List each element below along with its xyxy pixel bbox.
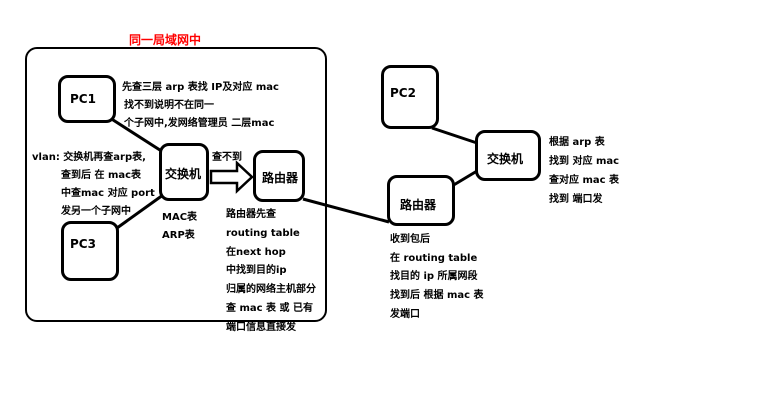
router-left-note-line-5: 归属的网络主机部分 — [226, 284, 316, 295]
pc1-note-line-1: 先查三层 arp 表找 IP及对应 mac — [122, 82, 279, 93]
pc3-label: PC3 — [70, 237, 96, 251]
router-left-note-line-2: routing table — [226, 228, 300, 239]
pc3-node: PC3 — [61, 221, 119, 281]
switch-left-node: 交换机 — [159, 143, 209, 201]
arrow-label: 查不到 — [212, 152, 242, 163]
switch-left-label: 交换机 — [165, 167, 202, 181]
lan-frame — [25, 47, 327, 322]
switch-right-note-line-3: 查对应 mac 表 — [549, 175, 620, 186]
vlan-note-line-2: 查到后 在 mac表 — [61, 170, 142, 181]
router-left-label: 路由器 — [262, 171, 299, 185]
router-right-note-line-5: 发端口 — [390, 309, 420, 320]
link-router-right-switch-right — [451, 169, 478, 188]
router-right-node: 路由器 — [387, 175, 455, 226]
switch-right-label: 交换机 — [487, 152, 524, 166]
pc2-node: PC2 — [381, 65, 439, 129]
link-router-left-router-right — [302, 197, 390, 224]
pc1-note-line-3: 个子网中,发网络管理员 二层mac — [124, 118, 275, 129]
router-left-note-line-7: 端口信息直接发 — [226, 322, 296, 333]
router-right-note-line-4: 找到后 根据 mac 表 — [390, 290, 484, 301]
router-left-note-line-1: 路由器先查 — [226, 209, 276, 220]
switch-right-note-line-4: 找到 端口发 — [549, 194, 603, 205]
pc1-label: PC1 — [70, 92, 96, 106]
router-left-node: 路由器 — [253, 150, 305, 202]
switch-table-mac: MAC表 — [162, 212, 198, 223]
pc1-note-line-2: 找不到说明不在同一 — [124, 100, 214, 111]
router-right-note-line-3: 找目的 ip 所属网段 — [390, 271, 478, 282]
vlan-note-line-4: 发另一个子网中 — [61, 206, 131, 217]
switch-right-note-line-1: 根据 arp 表 — [549, 137, 605, 148]
router-right-label: 路由器 — [400, 198, 437, 212]
link-pc2-switch-right — [431, 126, 478, 145]
link-pc1-switch — [109, 116, 164, 154]
lan-title: 同一局域网中 — [129, 33, 202, 47]
switch-table-arp: ARP表 — [162, 230, 195, 241]
switch-right-node: 交换机 — [475, 130, 541, 181]
router-left-note-line-4: 中找到目的ip — [226, 265, 287, 276]
right-arrow-icon — [209, 160, 254, 194]
router-right-note-line-1: 收到包后 — [390, 234, 430, 245]
link-pc3-switch — [116, 193, 164, 230]
switch-right-note-line-2: 找到 对应 mac — [549, 156, 620, 167]
router-left-note-line-6: 查 mac 表 或 已有 — [226, 303, 314, 314]
router-left-note-line-3: 在next hop — [226, 247, 286, 258]
vlan-note-line-3: 中查mac 对应 port — [61, 188, 155, 199]
router-right-note-line-2: 在 routing table — [390, 253, 478, 264]
vlan-note-line-1: vlan: 交换机再查arp表, — [32, 152, 146, 163]
pc2-label: PC2 — [390, 86, 416, 100]
pc1-node: PC1 — [58, 75, 116, 123]
